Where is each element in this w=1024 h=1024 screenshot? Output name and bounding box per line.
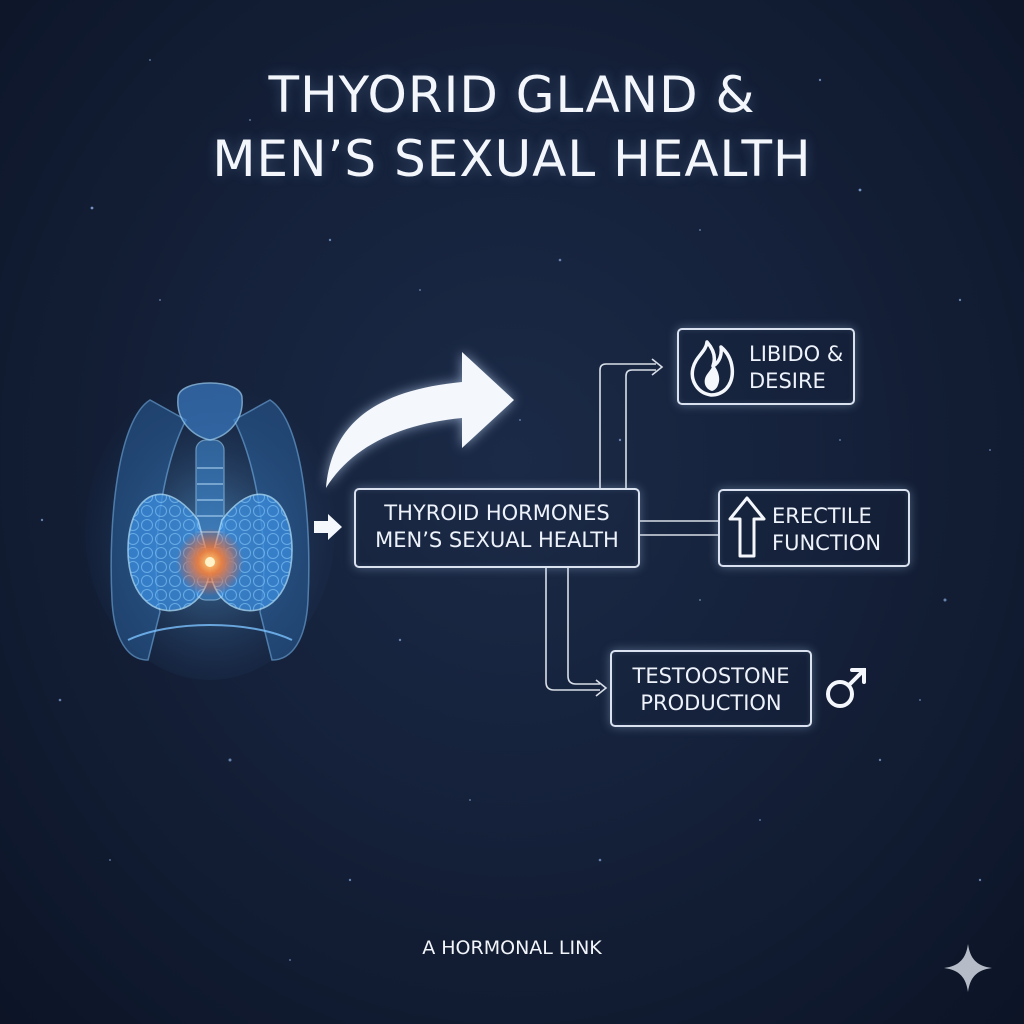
hub-line-1: THYROID HORMONES: [384, 501, 610, 525]
testosterone-line-1: TESTOOSTONE: [632, 664, 790, 688]
large-curved-arrow: [326, 352, 514, 488]
sparkle-icon: [944, 944, 992, 992]
connector-lines: [545, 358, 718, 697]
erectile-line-2: FUNCTION: [772, 531, 882, 555]
small-arrow-icon: [314, 514, 342, 540]
title-line-1: THYORID GLAND &: [268, 66, 756, 124]
title-line-2: MEN’S SEXUAL HEALTH: [212, 130, 812, 188]
erectile-line-1: ERECTILE: [772, 504, 872, 528]
up-arrow-icon: [728, 496, 766, 558]
libido-line-2: DESIRE: [749, 369, 826, 393]
flame-icon: [690, 340, 734, 397]
testosterone-line-2: PRODUCTION: [640, 691, 782, 715]
hub-line-2: MEN’S SEXUAL HEALTH: [375, 528, 619, 552]
outcome-box-erectile: ERECTILE FUNCTION: [718, 489, 910, 567]
thyroid-gland-illustration: [85, 380, 335, 680]
hub-box-thyroid-hormones: THYROID HORMONES MEN’S SEXUAL HEALTH: [354, 488, 640, 568]
outcome-box-libido: LIBIDO & DESIRE: [677, 328, 855, 405]
footer-caption: A HORMONAL LINK: [422, 937, 602, 959]
libido-line-1: LIBIDO &: [749, 342, 844, 366]
male-symbol-icon: [826, 668, 866, 708]
outcome-box-testosterone: TESTOOSTONE PRODUCTION: [610, 650, 812, 727]
